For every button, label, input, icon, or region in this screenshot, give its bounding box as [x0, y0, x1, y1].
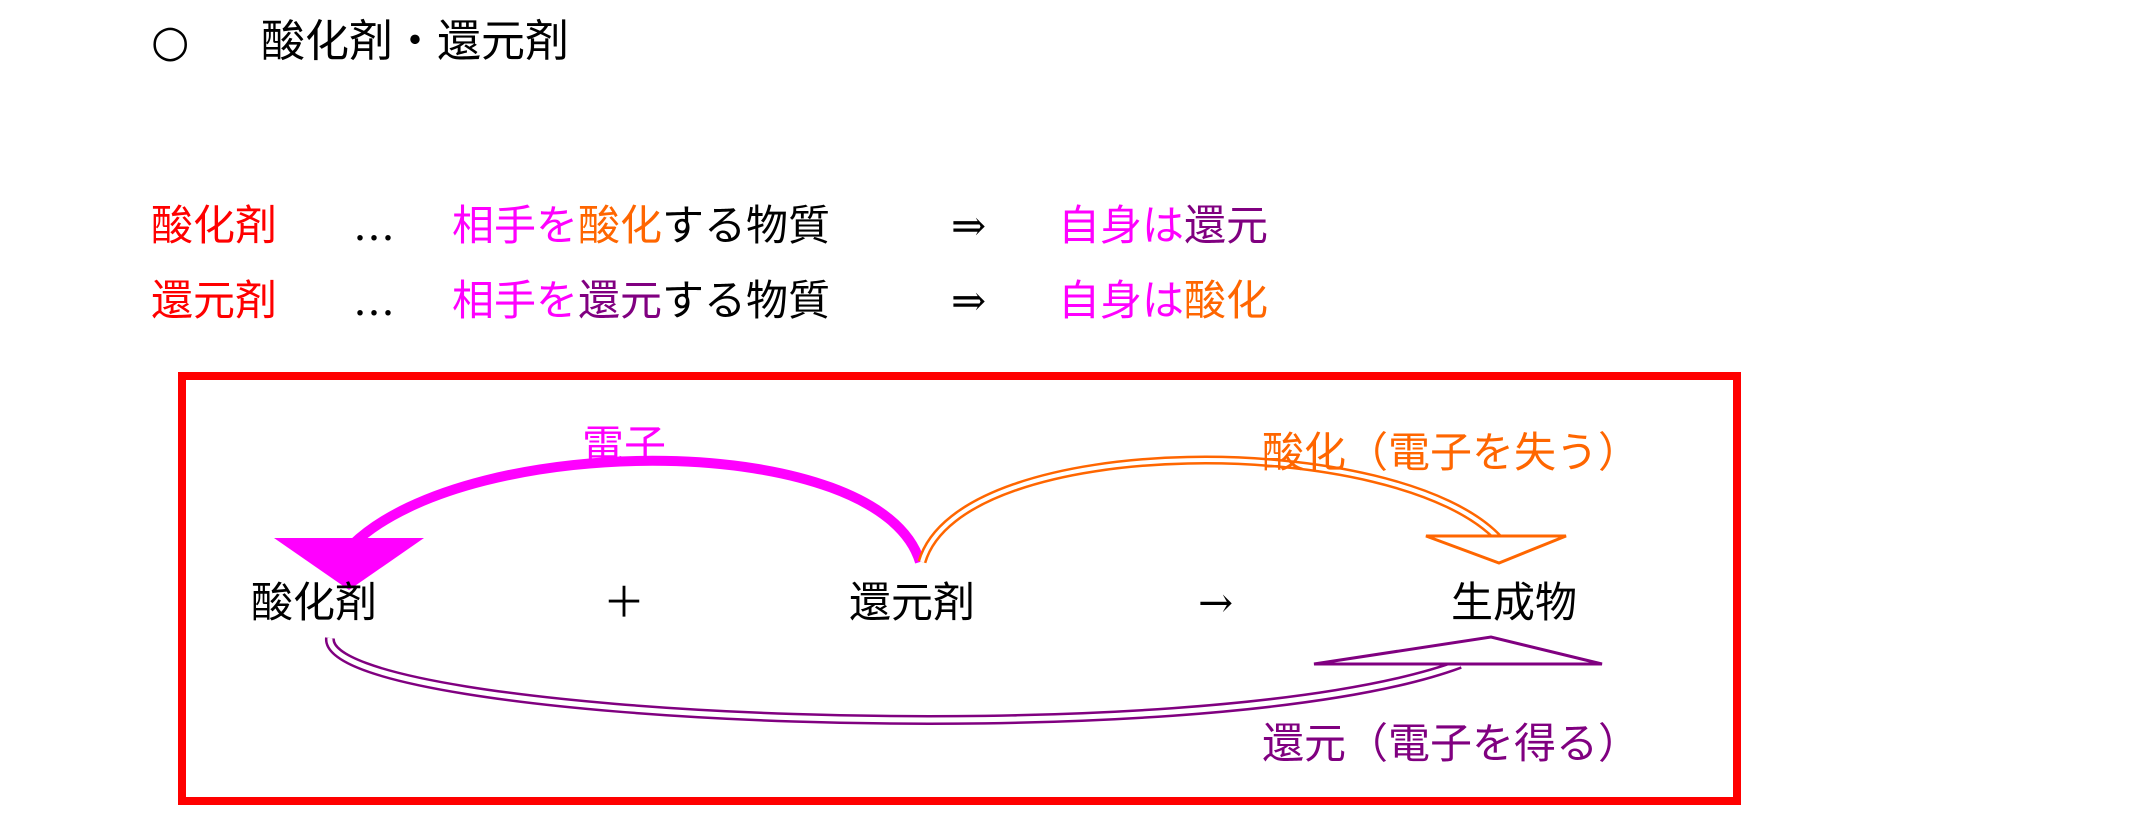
product-label: 生成物 — [1451, 578, 1578, 627]
result: 自身は酸化 — [1058, 276, 1269, 325]
reduction-arrow — [325, 637, 1462, 725]
reaction-arrow: → — [1198, 578, 1234, 627]
reducer-label: 還元剤 — [849, 578, 976, 627]
term: 酸化剤 — [151, 201, 278, 250]
electron-label: 電子 — [582, 421, 667, 470]
oxidation-label: 酸化（電子を失う） — [1262, 428, 1641, 477]
oxidizer-label: 酸化剤 — [251, 578, 378, 627]
implies-symbol: ⇒ — [951, 201, 987, 250]
description: 相手を還元する物質 — [452, 276, 831, 325]
result: 自身は還元 — [1058, 201, 1269, 250]
description: 相手を酸化する物質 — [452, 201, 831, 250]
reduction-arrowhead — [1313, 635, 1603, 666]
circle-bullet: ○ — [151, 16, 190, 67]
term: 還元剤 — [151, 276, 278, 325]
ellipsis: … — [353, 276, 395, 325]
plus-sign: ＋ — [603, 578, 646, 627]
electron-arrowhead — [274, 538, 424, 590]
section-title: ○酸化剤・還元剤 — [151, 20, 569, 64]
implies-symbol: ⇒ — [951, 276, 987, 325]
title-text: 酸化剤・還元剤 — [261, 16, 569, 67]
oxidation-arrowhead — [1425, 534, 1567, 565]
ellipsis: … — [353, 201, 395, 250]
electron-transfer-arrow — [348, 455, 925, 564]
reduction-label: 還元（電子を得る） — [1262, 719, 1641, 768]
diagram-frame — [178, 372, 1741, 805]
